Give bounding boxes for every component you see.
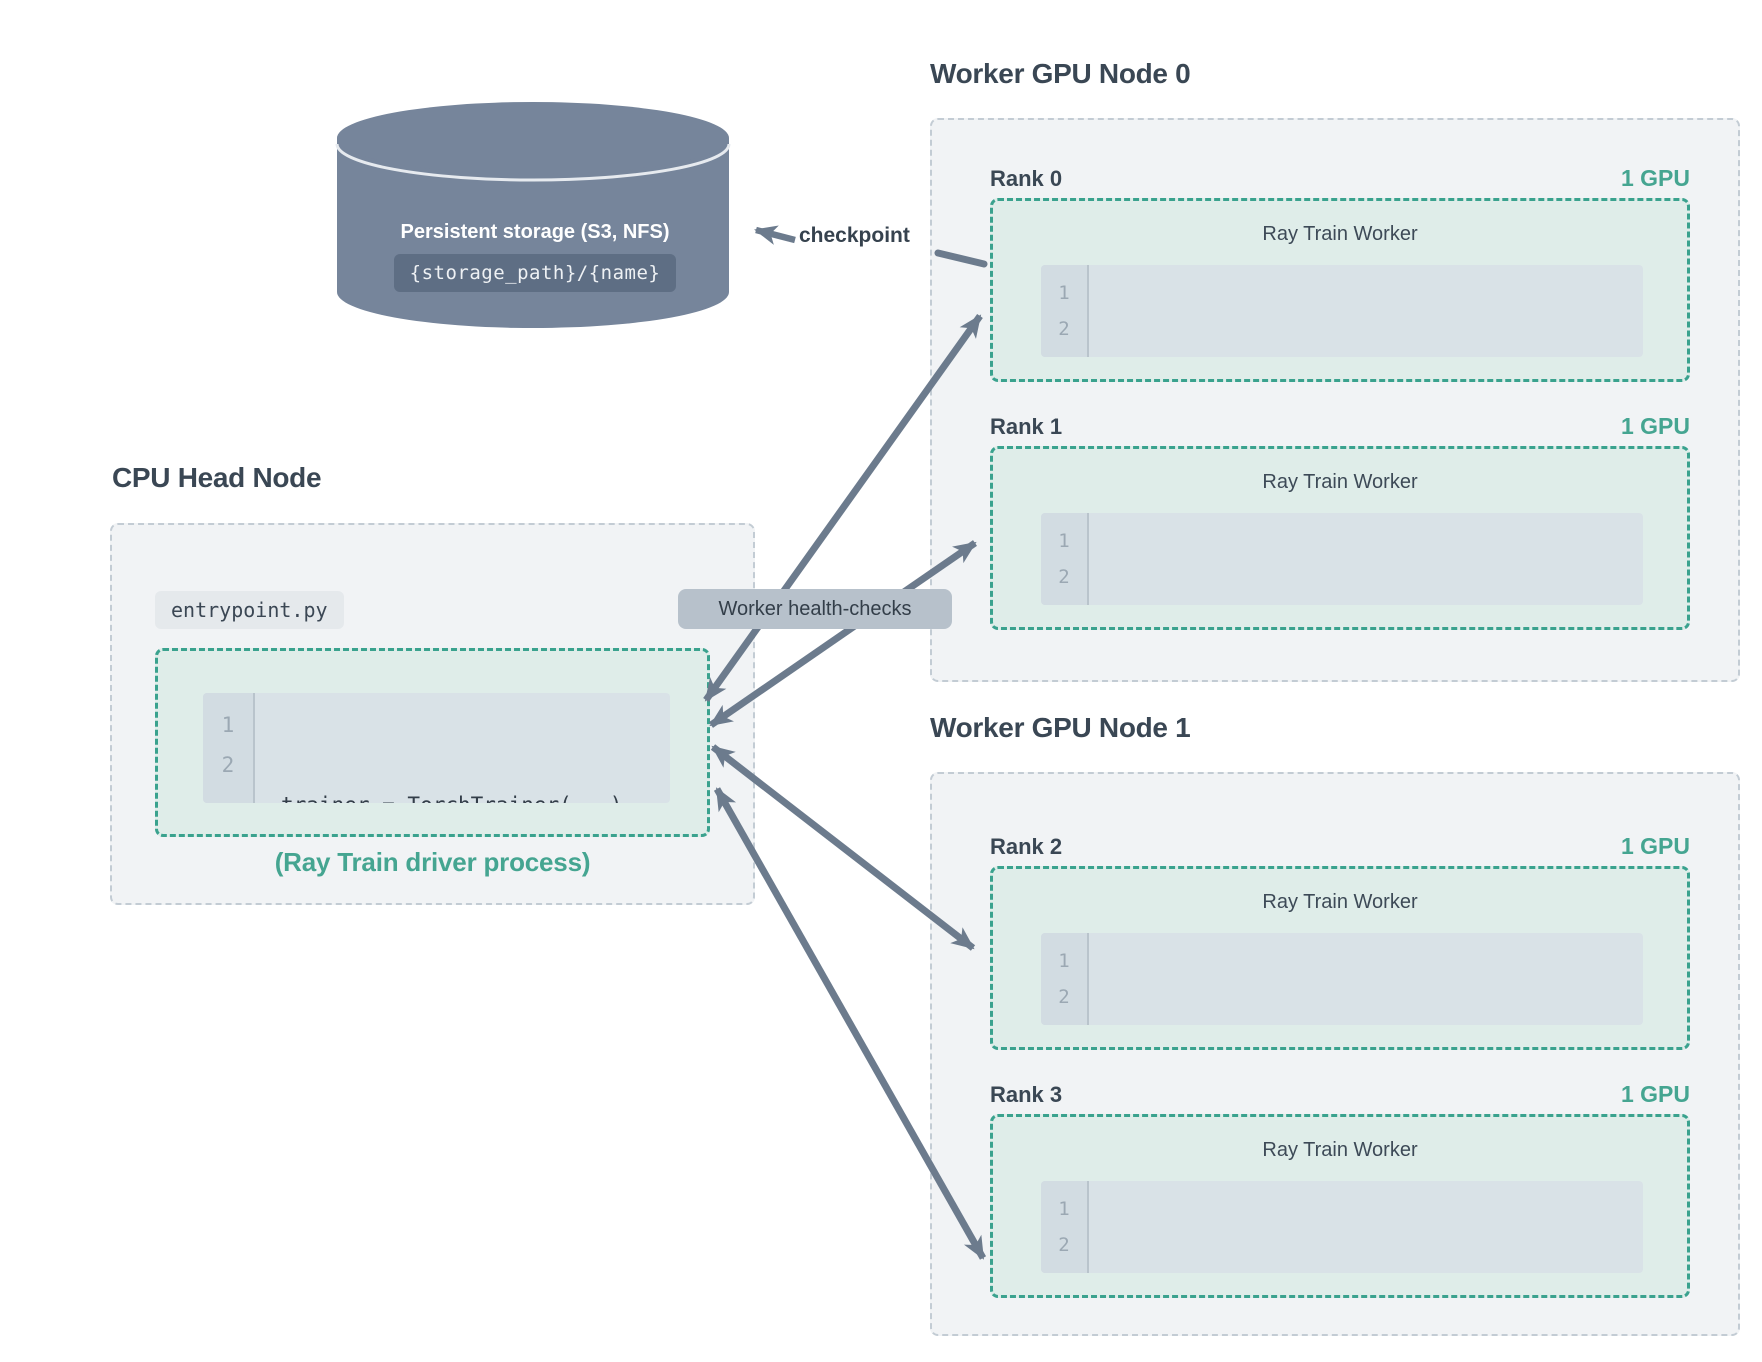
rank-2-box: Ray Train Worker 1 2 def train_loop_per_… — [990, 866, 1690, 1050]
rank-2-worker-title: Ray Train Worker — [1262, 891, 1418, 913]
entrypoint-file-badge: entrypoint.py — [155, 591, 344, 629]
rank-2-label: Rank 2 — [990, 834, 1063, 859]
rank-3-header: Rank 3 1 GPU — [990, 1070, 1690, 1108]
rank-1-worker-title: Ray Train Worker — [1262, 471, 1418, 493]
code-line: def train_loop_per_worker(train_loop_con… — [1111, 347, 1643, 357]
cpu-head-node-box: entrypoint.py 1 2 trainer = TorchTrainer… — [110, 523, 755, 905]
line-number: 1 — [1058, 1198, 1070, 1220]
code-line: trainer = TorchTrainer(...) — [281, 785, 670, 803]
code-line-numbers: 1 2 — [1041, 265, 1089, 357]
rank-1-group: Rank 1 1 GPU Ray Train Worker 1 2 def tr… — [990, 402, 1690, 630]
worker-node-1-title: Worker GPU Node 1 — [930, 712, 1191, 743]
rank-2-code-block: 1 2 def train_loop_per_worker(train_loop… — [1041, 933, 1643, 1025]
worker-health-checks-badge: Worker health-checks — [678, 589, 952, 629]
line-number: 2 — [1058, 318, 1070, 340]
code-line: def train_loop_per_worker(train_loop_con… — [1111, 1263, 1643, 1273]
code-lines: def train_loop_per_worker(train_loop_con… — [1089, 265, 1643, 357]
rank-3-code-block: 1 2 def train_loop_per_worker(train_loop… — [1041, 1181, 1643, 1273]
checkpoint-arrow — [754, 225, 796, 245]
code-line-numbers: 1 2 — [1041, 513, 1089, 605]
driver-code-lines: trainer = TorchTrainer(...) trainer.fit(… — [255, 693, 670, 803]
storage-cylinder-icon — [335, 102, 731, 328]
line-number: 2 — [221, 753, 235, 777]
rank-0-code-block: 1 2 def train_loop_per_worker(train_loop… — [1041, 265, 1643, 357]
rank-1-box: Ray Train Worker 1 2 def train_loop_per_… — [990, 446, 1690, 630]
cpu-head-node-title: CPU Head Node — [112, 462, 322, 493]
rank-3-box: Ray Train Worker 1 2 def train_loop_per_… — [990, 1114, 1690, 1298]
rank-3-worker-title: Ray Train Worker — [1262, 1139, 1418, 1161]
rank-1-header: Rank 1 1 GPU — [990, 402, 1690, 440]
rank-0-label: Rank 0 — [990, 166, 1063, 191]
line-number: 2 — [1058, 986, 1070, 1008]
code-line-numbers: 1 2 — [1041, 1181, 1089, 1273]
rank-3-label: Rank 3 — [990, 1082, 1063, 1107]
line-number: 1 — [1058, 282, 1070, 304]
worker-node-1-box: Rank 2 1 GPU Ray Train Worker 1 2 def tr… — [930, 772, 1740, 1336]
rank-0-gpu-label: 1 GPU — [1620, 165, 1690, 191]
storage-path-badge-row: {storage_path}/{name} — [335, 254, 735, 292]
rank-0-header: Rank 0 1 GPU — [990, 154, 1690, 192]
ray-train-driver-box: 1 2 trainer = TorchTrainer(...) trainer.… — [155, 648, 710, 837]
line-number: 1 — [1058, 950, 1070, 972]
line-number: 2 — [1058, 566, 1070, 588]
driver-code-block: 1 2 trainer = TorchTrainer(...) trainer.… — [203, 693, 670, 803]
code-line-numbers: 1 2 — [1041, 933, 1089, 1025]
rank-0-group: Rank 0 1 GPU Ray Train Worker 1 2 def tr… — [990, 154, 1690, 382]
code-line: def train_loop_per_worker(train_loop_con… — [1111, 595, 1643, 605]
code-lines: def train_loop_per_worker(train_loop_con… — [1089, 1181, 1643, 1273]
rank-0-worker-title: Ray Train Worker — [1262, 223, 1418, 245]
rank-2-group: Rank 2 1 GPU Ray Train Worker 1 2 def tr… — [990, 822, 1690, 1050]
checkpoint-label: checkpoint — [799, 224, 910, 247]
rank-1-gpu-label: 1 GPU — [1620, 413, 1690, 439]
rank-2-header: Rank 2 1 GPU — [990, 822, 1690, 860]
rank-0-box: Ray Train Worker 1 2 def train_loop_per_… — [990, 198, 1690, 382]
line-number: 1 — [221, 713, 235, 737]
driver-code-line-numbers: 1 2 — [203, 693, 255, 803]
code-line: def train_loop_per_worker(train_loop_con… — [1111, 1015, 1643, 1025]
line-number: 2 — [1058, 1234, 1070, 1256]
rank-1-label: Rank 1 — [990, 414, 1063, 439]
code-lines: def train_loop_per_worker(train_loop_con… — [1089, 513, 1643, 605]
worker-node-0-box: Rank 0 1 GPU Ray Train Worker 1 2 def tr… — [930, 118, 1740, 682]
code-lines: def train_loop_per_worker(train_loop_con… — [1089, 933, 1643, 1025]
line-number: 1 — [1058, 530, 1070, 552]
rank-1-code-block: 1 2 def train_loop_per_worker(train_loop… — [1041, 513, 1643, 605]
rank-2-gpu-label: 1 GPU — [1620, 833, 1690, 859]
storage-title: Persistent storage (S3, NFS) — [400, 221, 670, 243]
driver-process-caption: (Ray Train driver process) — [274, 847, 591, 877]
worker-node-0-title: Worker GPU Node 0 — [930, 58, 1191, 89]
rank-3-group: Rank 3 1 GPU Ray Train Worker 1 2 def tr… — [990, 1070, 1690, 1298]
rank-3-gpu-label: 1 GPU — [1620, 1081, 1690, 1107]
storage-path-badge: {storage_path}/{name} — [393, 254, 677, 292]
